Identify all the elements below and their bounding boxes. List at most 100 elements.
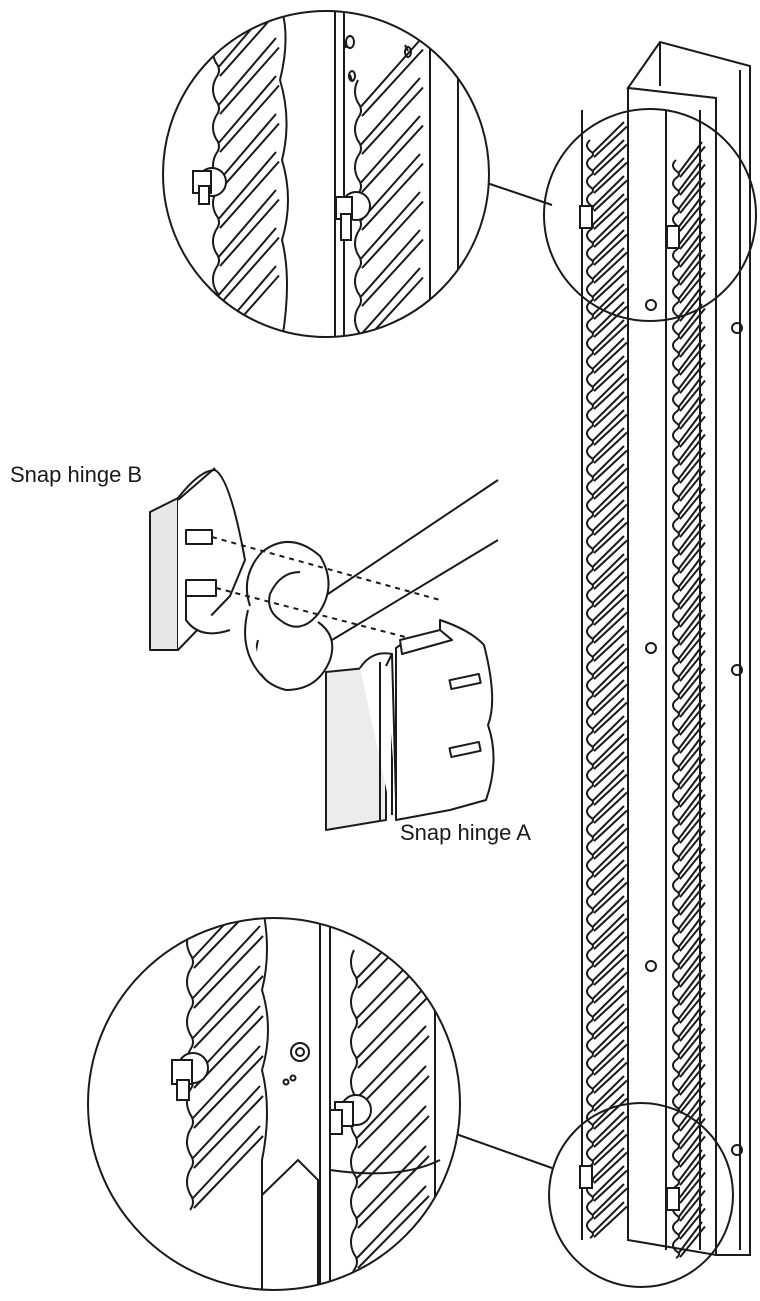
tooth-slant [592,121,628,158]
tooth-slant [592,517,628,554]
tooth-slant [678,411,706,448]
tooth-loop [212,229,220,269]
tooth-loop [586,283,594,303]
tooth-slant [678,573,706,610]
tooth-slant [678,915,706,952]
tooth-slant [678,591,706,628]
tooth-loop [586,517,594,537]
tooth-slant [592,337,628,374]
tooth-loop [672,1221,680,1241]
tooth-loop [672,591,680,611]
tooth-loop [672,483,680,503]
tooth-loop [586,1057,594,1077]
alignment-lines [211,536,441,647]
tooth-slant [592,967,628,1004]
tooth-slant [678,771,706,808]
tooth-slant [592,229,628,266]
tooth-slant [592,697,628,734]
top-detail-view [162,10,490,338]
tooth-slant [678,699,706,736]
tooth-slant [356,1065,430,1149]
tooth-slant [678,681,706,718]
tooth-loop [672,825,680,845]
tooth-loop [586,661,594,681]
tooth-slant [678,1095,706,1132]
tooth-loop [672,1149,680,1169]
tooth-slant [592,661,628,698]
tooth-loop [212,115,220,155]
tooth-loop [672,1131,680,1151]
tooth-slant [678,465,706,502]
tooth-slant [678,249,706,286]
tooth-loop [672,321,680,341]
tooth-slant [678,141,706,178]
tooth-loop [672,249,680,269]
tooth-loop [672,771,680,791]
tooth-slant [592,769,628,806]
tooth-loop [586,409,594,429]
tooth-slant [356,985,430,1069]
tooth-loop [672,951,680,971]
tooth-slant [592,463,628,500]
tooth-loop [586,697,594,717]
tooth-loop [672,627,680,647]
tooth-slant [592,319,628,356]
tooth-loop [586,967,594,987]
tooth-slant [592,499,628,536]
tooth-slant [356,1105,430,1189]
tooth-slant [678,429,706,466]
tooth-slant [192,965,264,1049]
tooth-loop [586,625,594,645]
tooth-slant [678,1077,706,1114]
snap-clip-detail [329,1094,372,1135]
tooth-slant [592,1201,628,1238]
tooth-slant [678,1005,706,1042]
tooth-slant [592,607,628,644]
snap-clip-upright [579,1165,593,1189]
tooth-loop [672,699,680,719]
tooth-slant [592,823,628,860]
tooth-slant [678,1113,706,1150]
tooth-slant [360,77,424,155]
tooth-slant [678,375,706,412]
tooth-slant [592,1075,628,1112]
zoom-source-top [543,108,757,322]
tooth-loop [672,267,680,287]
tooth-slant [678,1131,706,1168]
tooth-slant [678,843,706,880]
tooth-loop [586,1147,594,1167]
tooth-slant [592,931,628,968]
tooth-slant [592,175,628,212]
tooth-loop [186,1169,194,1211]
tooth-loop [350,1269,358,1290]
tooth-loop [586,859,594,879]
tooth-loop [672,1023,680,1043]
tooth-slant [592,751,628,788]
tooth-loop [586,1039,594,1059]
tooth-loop [586,247,594,267]
tooth-slant [592,625,628,662]
tooth-slant [192,1045,264,1129]
tooth-loop [586,715,594,735]
tooth-loop [350,989,358,1031]
tooth-loop [586,265,594,285]
tooth-slant [356,1185,430,1269]
tooth-slant [592,535,628,572]
tooth-slant [592,1165,628,1202]
tooth-loop [672,339,680,359]
tooth-slant [360,191,424,269]
tooth-slant [678,321,706,358]
tooth-slant [678,825,706,862]
tooth-slant [218,189,280,267]
tooth-loop [186,969,194,1011]
tooth-loop [586,607,594,627]
tooth-slant [678,1149,706,1186]
tooth-loop [672,411,680,431]
tooth-slant [592,1003,628,1040]
tooth-slant [592,877,628,914]
tooth-loop [672,501,680,521]
tooth-loop [212,77,220,117]
tooth-slant [592,1129,628,1166]
tooth-slant [678,1221,706,1258]
tooth-loop [586,301,594,321]
